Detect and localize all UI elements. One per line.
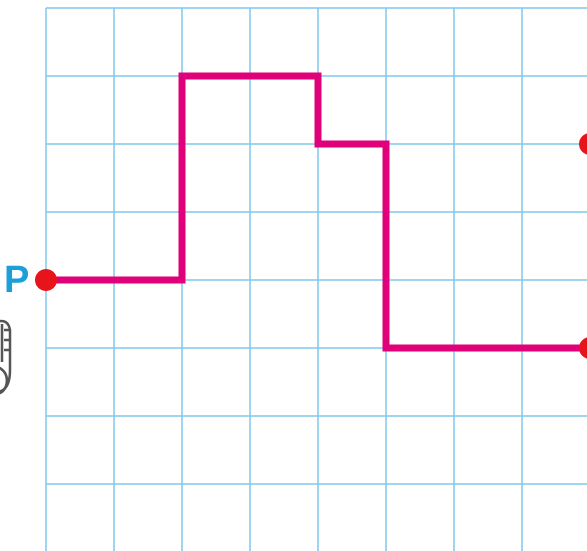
robot-outline-icon <box>0 321 10 393</box>
point-end-upper <box>579 133 587 155</box>
point-P <box>35 269 57 291</box>
points <box>35 133 587 359</box>
point-p-label: P <box>4 259 29 301</box>
point-end-lower <box>579 337 587 359</box>
